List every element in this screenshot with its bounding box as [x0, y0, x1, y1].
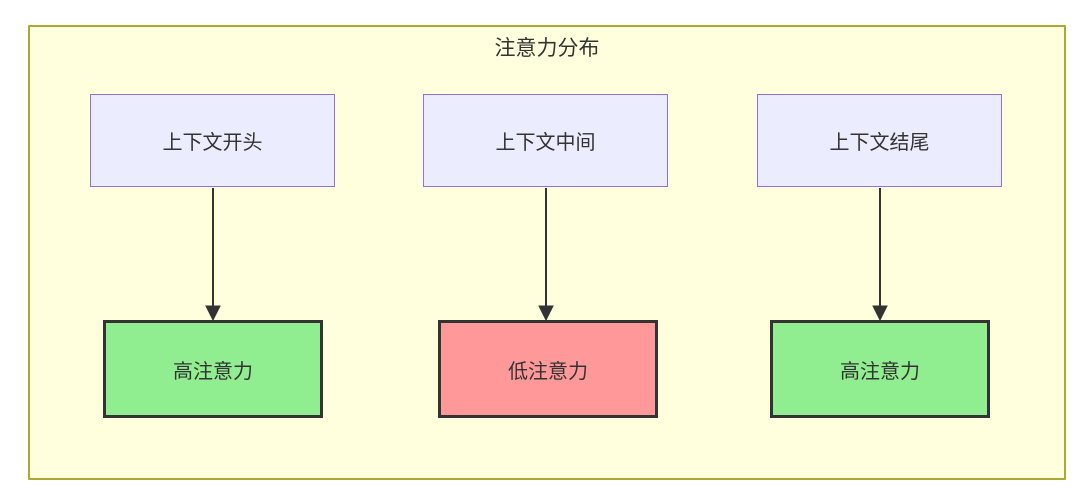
node-label: 上下文开头 [162, 132, 263, 154]
node-high-attention-1: 高注意力 [103, 320, 323, 418]
node-label: 上下文中间 [495, 132, 596, 154]
node-label: 上下文结尾 [829, 132, 930, 154]
node-context-middle: 上下文中间 [423, 94, 668, 187]
node-context-start: 上下文开头 [90, 94, 335, 187]
node-context-end: 上下文结尾 [757, 94, 1002, 187]
node-low-attention: 低注意力 [438, 320, 658, 418]
node-label: 高注意力 [173, 360, 253, 383]
node-high-attention-2: 高注意力 [770, 320, 990, 418]
diagram-title: 注意力分布 [494, 37, 600, 60]
node-label: 低注意力 [508, 360, 588, 383]
node-label: 高注意力 [840, 360, 920, 383]
